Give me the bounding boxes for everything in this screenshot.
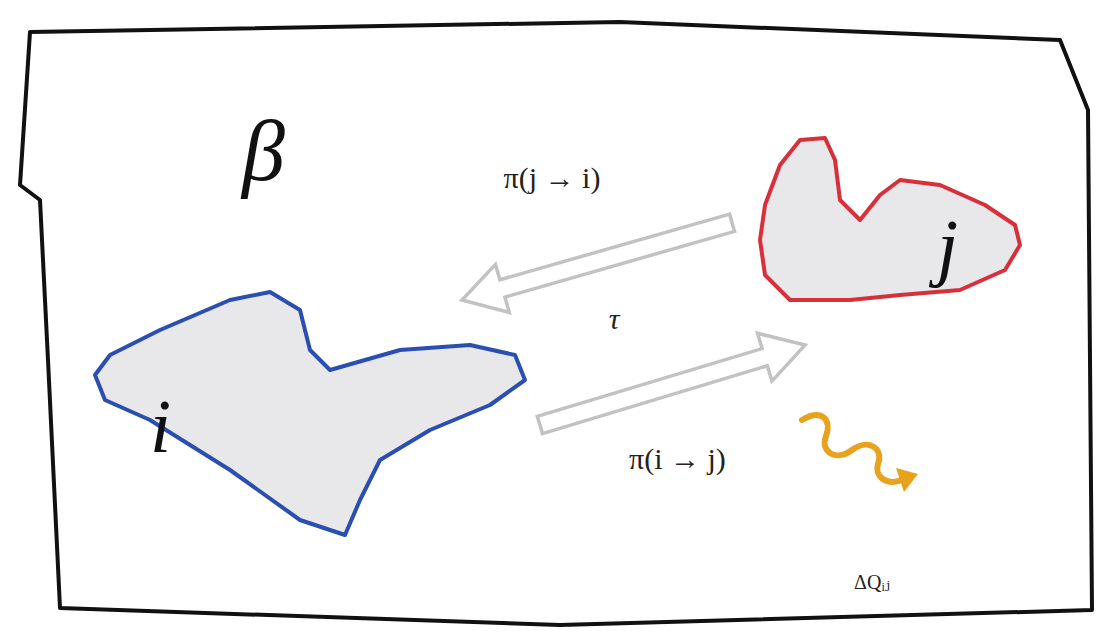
state-region-j: j: [755, 130, 1025, 305]
region-outline-path: [20, 22, 1092, 625]
heat-arrowhead: [896, 468, 918, 492]
heat-label: ΔQᵢⱼ: [854, 571, 890, 593]
time-label: τ: [609, 302, 620, 335]
heat-squiggle: [802, 415, 902, 482]
region-symbol: i: [150, 388, 171, 464]
region-symbol: β: [242, 108, 285, 194]
arrow-shape: [537, 333, 805, 433]
region-symbol: j: [937, 208, 958, 284]
transition-rate-label: π(j → i): [504, 161, 601, 194]
transition-arrow: [537, 333, 805, 433]
arrow-shape: [462, 214, 735, 312]
transition-arrow: [462, 214, 735, 312]
transition-rate-label: π(i → j): [629, 442, 726, 475]
region-outline: [755, 130, 1025, 305]
region-outline-path: [95, 292, 525, 535]
region-outline-path: [760, 138, 1020, 300]
state-region-i: i: [88, 288, 528, 538]
